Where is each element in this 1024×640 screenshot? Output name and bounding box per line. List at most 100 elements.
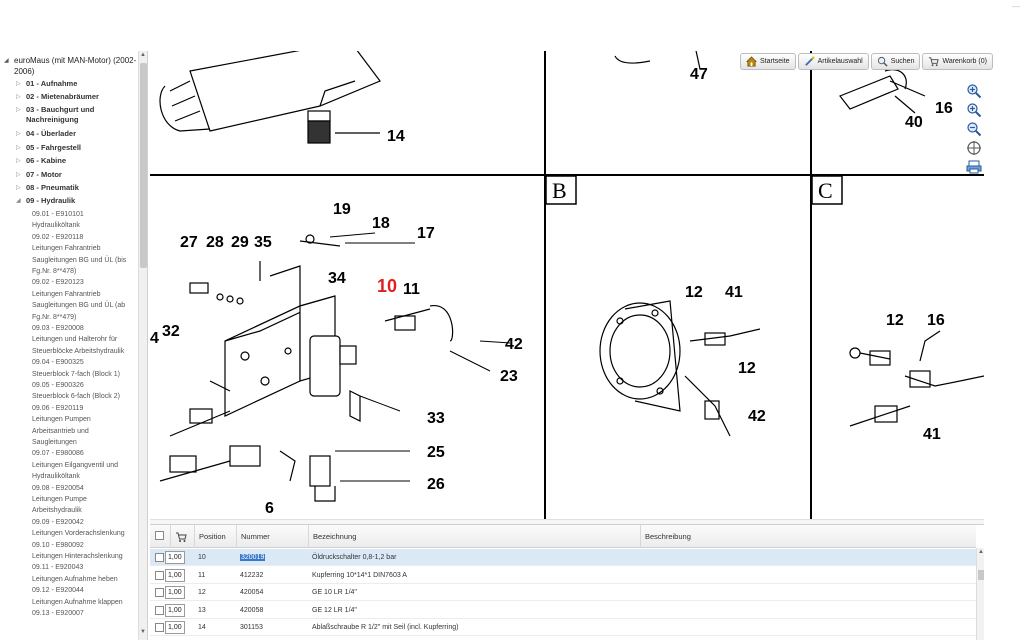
tree-leaf-item[interactable]: Fg.Nr. 8**479) xyxy=(32,313,77,321)
cell-number[interactable]: 420054 xyxy=(236,584,308,601)
tree-leaf-item[interactable]: Steuerblock 6-fach (Block 2) xyxy=(32,393,120,401)
part-number[interactable]: 320019 xyxy=(240,554,266,561)
tree-leaf-item[interactable]: Leitungen Aufnahme klappen xyxy=(32,598,123,606)
tree-leaf-item[interactable]: 09.11 - E920043 xyxy=(32,564,84,572)
tree-leaf-item[interactable]: Saugleitungen BG und ÜL (bis xyxy=(32,256,127,264)
grid-scrollbar[interactable]: ▲ xyxy=(976,548,984,640)
tree-node[interactable]: ▷04 - Überlader xyxy=(16,129,77,138)
tree-node[interactable]: ▷05 - Fahrgestell xyxy=(16,143,82,152)
tree-leaf-item[interactable]: Hydrauliköltank xyxy=(32,473,80,481)
search-button[interactable]: Suchen xyxy=(870,53,921,70)
cell-number[interactable]: 320019 xyxy=(236,549,308,566)
fit-view-crosshair-icon[interactable] xyxy=(966,140,982,156)
expanded-arrow-icon[interactable]: ◢ xyxy=(4,58,9,64)
tree-leaf-item[interactable]: 09.13 - E920007 xyxy=(32,610,84,617)
row-checkbox[interactable] xyxy=(155,570,164,580)
highlighted-part-label[interactable]: 10 xyxy=(377,276,397,296)
tree-leaf-item[interactable]: 09.03 - E920008 xyxy=(32,325,84,332)
tree-node[interactable]: ▷02 - Mietenabräumer xyxy=(16,92,99,101)
part-number[interactable]: 420058 xyxy=(240,606,264,614)
cart-button[interactable]: Warenkorb (0) xyxy=(922,53,993,70)
scroll-up-icon[interactable]: ▲ xyxy=(140,52,146,58)
zoom-in-box-icon[interactable] xyxy=(966,102,982,118)
tree-leaf-item[interactable]: Fg.Nr. 8**478) xyxy=(32,268,77,275)
quantity-input[interactable]: 1,00 xyxy=(165,603,185,617)
column-header-description[interactable]: Beschreibung xyxy=(640,525,976,548)
tree-leaf-item[interactable]: Hydrauliköltank xyxy=(32,222,80,230)
part-number[interactable]: 412232 xyxy=(240,571,264,579)
tree-node[interactable]: ▷06 - Kabine xyxy=(16,156,67,165)
expanded-arrow-icon[interactable]: ◢ xyxy=(16,198,21,204)
tree-leaf-item[interactable]: 09.01 - E910101 xyxy=(32,211,84,218)
part-number[interactable]: 301153 xyxy=(240,624,263,632)
cell-number[interactable]: 420058 xyxy=(236,602,308,619)
tree-leaf-item[interactable]: Arbeitshydraulik xyxy=(32,507,82,515)
quantity-input[interactable]: 1,00 xyxy=(165,568,185,582)
quantity-input[interactable]: 1,00 xyxy=(165,586,185,600)
tree-leaf-item[interactable]: Leitungen Aufnahme heben xyxy=(32,575,118,583)
scroll-thumb[interactable] xyxy=(140,63,147,268)
collapsed-arrow-icon[interactable]: ▷ xyxy=(16,172,21,178)
tree-leaf-item[interactable]: 09.09 - E920042 xyxy=(32,518,84,526)
tree-leaf-item[interactable]: Saugleitungen xyxy=(32,439,77,446)
tree-node[interactable]: ▷03 - Bauchgurt und Nachreinigung xyxy=(16,105,95,124)
tree-leaf-item[interactable]: 09.05 - E900326 xyxy=(32,382,84,389)
collapsed-arrow-icon[interactable]: ▷ xyxy=(16,131,21,137)
scroll-down-icon[interactable]: ▼ xyxy=(140,629,146,635)
tree-leaf-item[interactable]: Leitungen Fahrantrieb xyxy=(32,290,101,298)
tree-root-item[interactable]: ◢ euroMaus (mit MAN-Motor) (2002-2006) xyxy=(4,55,138,77)
tree-leaf-item[interactable]: 09.02 - E920123 xyxy=(32,279,84,287)
exploded-view-drawing[interactable]: B C xyxy=(150,51,984,522)
tree-leaf-item[interactable]: 09.04 - E900325 xyxy=(32,359,84,367)
print-icon[interactable] xyxy=(966,159,982,175)
tree-scrollbar[interactable]: ▲ ▼ xyxy=(138,51,147,640)
column-header-designation[interactable]: Bezeichnung xyxy=(308,525,640,548)
tree-node[interactable]: ▷08 - Pneumatik xyxy=(16,183,79,192)
collapsed-arrow-icon[interactable]: ▷ xyxy=(16,158,21,164)
header-select-all[interactable] xyxy=(150,525,170,548)
tree-leaf-item[interactable]: 09.06 - E920119 xyxy=(32,404,84,412)
tree-leaf-item[interactable]: Leitungen Fahrantrieb xyxy=(32,245,101,253)
row-checkbox[interactable] xyxy=(155,588,164,598)
row-checkbox[interactable] xyxy=(155,553,164,562)
tree-leaf-item[interactable]: Steuerblock 7-fach (Block 1) xyxy=(32,370,120,378)
tree-leaf-item[interactable]: 09.10 - E980092 xyxy=(32,541,84,549)
tree-leaf-item[interactable]: Leitungen und Halterohr für xyxy=(32,336,118,344)
tree-leaf-item[interactable]: 09.12 - E920044 xyxy=(32,587,84,595)
part-number[interactable]: 420054 xyxy=(240,589,264,597)
column-header-position[interactable]: Position xyxy=(194,525,236,548)
tree-leaf-item[interactable]: 09.07 - E980086 xyxy=(32,450,84,458)
row-checkbox[interactable] xyxy=(155,605,164,615)
home-button[interactable]: Startseite xyxy=(740,53,796,70)
row-checkbox[interactable] xyxy=(155,623,164,633)
tree-leaf-item[interactable]: 09.08 - E920054 xyxy=(32,484,84,492)
panel-splitter[interactable] xyxy=(150,519,984,524)
quantity-input[interactable]: 1,00 xyxy=(165,551,185,564)
collapsed-arrow-icon[interactable]: ▷ xyxy=(16,81,21,87)
tree-leaf-item[interactable]: 09.02 - E920118 xyxy=(32,233,84,241)
tree-leaf-item[interactable]: Arbeitsantrieb und xyxy=(32,427,89,435)
select-all-checkbox[interactable] xyxy=(155,531,164,540)
tree-node-hydraulik[interactable]: ◢09 - Hydraulik xyxy=(16,196,76,205)
tree-leaf-item[interactable]: Leitungen Eilgangventil und xyxy=(32,461,119,469)
column-header-number[interactable]: Nummer xyxy=(236,525,308,548)
article-selection-button[interactable]: Artikelauswahl xyxy=(797,53,869,70)
tree-node[interactable]: ▷01 - Aufnahme xyxy=(16,79,78,88)
collapsed-arrow-icon[interactable]: ▷ xyxy=(16,107,21,113)
cell-number[interactable]: 301153 xyxy=(236,619,308,636)
tree-leaf-item[interactable]: Leitungen Hinterachslenkung xyxy=(32,553,123,560)
collapsed-arrow-icon[interactable]: ▷ xyxy=(16,94,21,100)
collapsed-arrow-icon[interactable]: ▷ xyxy=(16,185,21,191)
tree-leaf-item[interactable]: Saugleitungen BG und ÜL (ab xyxy=(32,302,126,310)
collapsed-arrow-icon[interactable]: ▷ xyxy=(16,145,21,151)
zoom-out-icon[interactable] xyxy=(966,121,982,137)
tree-leaf-item[interactable]: Steuerblöcke Arbeitshydraulik xyxy=(32,347,125,355)
tree-leaf-item[interactable]: Leitungen Pumpe xyxy=(32,496,87,503)
scroll-thumb[interactable] xyxy=(978,570,984,580)
cell-number[interactable]: 412232 xyxy=(236,567,308,584)
